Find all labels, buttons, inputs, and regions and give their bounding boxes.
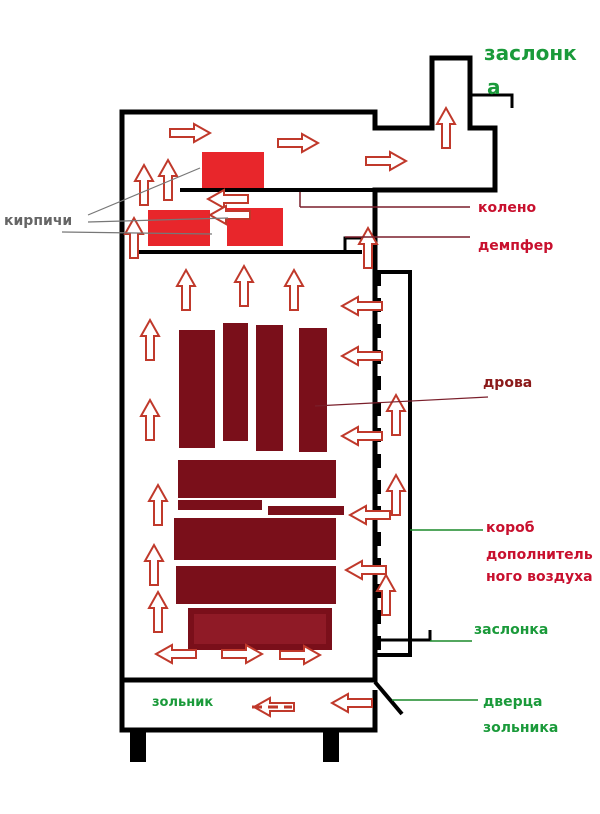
ash-pit-door <box>373 680 404 716</box>
label-damper-bottom: заслонка <box>474 622 548 638</box>
label-ash-door-1: дверца <box>483 694 543 710</box>
log-horizontal-3 <box>268 506 344 515</box>
leader-bricks-3 <box>61 231 213 235</box>
flow-arrow-up <box>234 265 254 307</box>
leader-bricks-1 <box>87 167 201 216</box>
leader-firewood <box>314 396 489 407</box>
label-firewood: дрова <box>483 375 532 391</box>
bottom-damper-handle <box>378 630 432 642</box>
log-horizontal-6-shade <box>194 614 326 644</box>
label-bricks: кирпичи <box>4 213 72 229</box>
flow-arrow-up <box>158 159 178 201</box>
flow-arrow-up <box>176 269 196 311</box>
label-demper: демпфер <box>478 238 553 254</box>
air-box-outline <box>375 270 412 657</box>
label-air-box-3: ного воздуха <box>486 569 593 585</box>
left-leg <box>130 730 146 762</box>
flow-arrow-up <box>144 544 164 586</box>
brick-left <box>148 210 210 246</box>
flow-arrow-up <box>140 399 160 441</box>
label-elbow: колено <box>478 200 537 216</box>
flow-arrow-left <box>207 189 249 209</box>
log-horizontal-4 <box>174 518 336 560</box>
chimney-damper-lever <box>470 93 514 108</box>
label-damper-top-1: заслонк <box>484 41 577 65</box>
label-ash-pit: зольник <box>152 695 213 710</box>
label-ash-door-2: зольника <box>483 720 558 736</box>
log-horizontal-5 <box>176 566 336 604</box>
flow-arrow-right <box>277 133 319 153</box>
flow-arrow-up <box>386 474 406 516</box>
brick-top <box>202 152 264 188</box>
log-vertical-3 <box>256 325 283 451</box>
log-vertical-2 <box>223 323 248 441</box>
log-horizontal-2 <box>178 500 262 510</box>
flow-arrow-left <box>331 693 373 713</box>
label-air-box-1: короб <box>486 520 535 536</box>
flow-arrow-up <box>140 319 160 361</box>
flow-arrow-right <box>169 123 211 143</box>
demper-plate <box>343 236 368 252</box>
flow-arrow-up <box>134 164 154 206</box>
flow-arrow-up <box>436 107 456 149</box>
label-air-box-2: дополнитель <box>486 547 593 563</box>
log-vertical-1 <box>179 330 215 448</box>
leader-bricks-2 <box>87 217 229 223</box>
right-leg <box>323 730 339 762</box>
flow-arrow-up <box>148 484 168 526</box>
flow-arrow-up <box>148 591 168 633</box>
label-damper-top-2: а <box>487 75 501 99</box>
log-horizontal-1 <box>178 460 336 498</box>
flow-arrow-left <box>349 505 391 525</box>
ash-pit-outline <box>119 680 378 733</box>
flow-arrow-right <box>365 151 407 171</box>
log-vertical-4 <box>299 328 327 452</box>
stove-body-outline <box>119 55 498 683</box>
flow-arrow-up <box>284 269 304 311</box>
